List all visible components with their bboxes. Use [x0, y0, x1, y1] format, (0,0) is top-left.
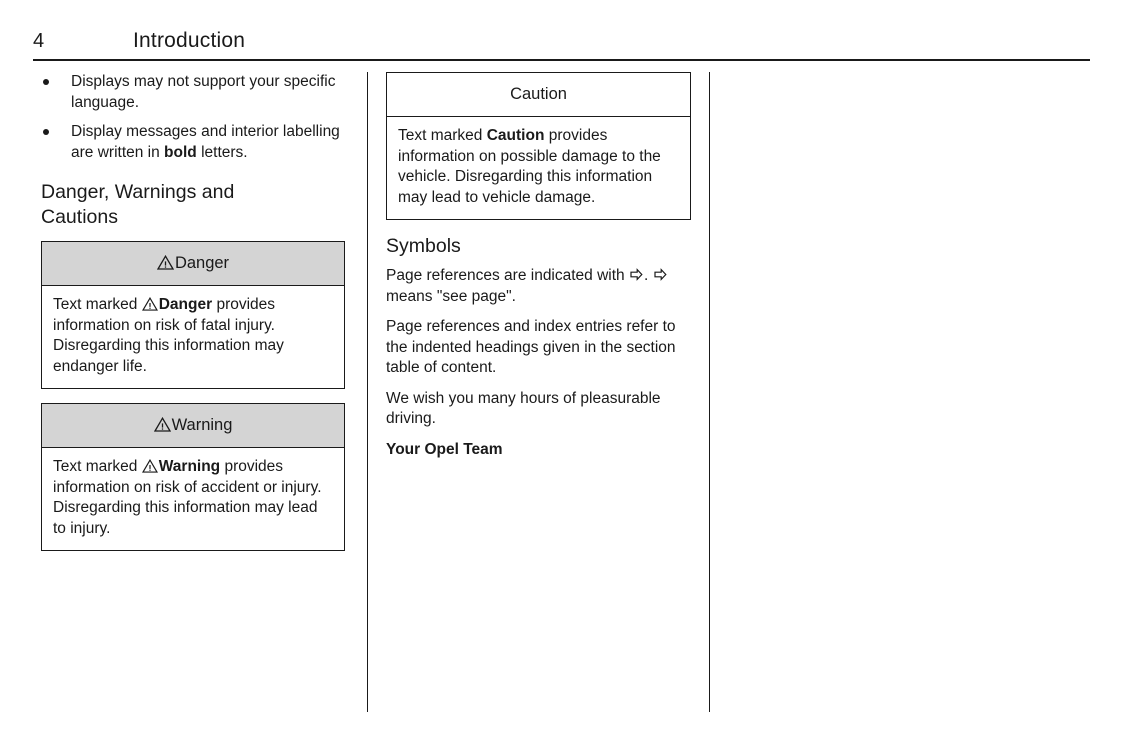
bullet-text-before: Displays may not support your specific l…	[71, 73, 336, 111]
bullet-text-after: letters.	[196, 143, 248, 161]
caution-notice-title: Caution	[510, 85, 567, 103]
caution-body-bold: Caution	[486, 127, 545, 144]
caution-notice-body: Text marked Caution provides information…	[387, 117, 690, 219]
page-title: Introduction	[133, 29, 246, 52]
warning-triangle-icon	[141, 459, 158, 473]
section-heading-symbols: Symbols	[386, 235, 461, 257]
warning-triangle-icon	[141, 297, 158, 311]
danger-body-bold: Danger	[158, 296, 213, 313]
page-header: 4 Introduction	[33, 28, 1090, 61]
symbols-paragraph-page-references: Page references are indicated with . mea…	[386, 266, 691, 307]
warning-notice-title: Warning	[171, 416, 233, 434]
danger-notice-header: Danger	[42, 242, 344, 286]
paragraph-text: means "see page".	[386, 287, 516, 305]
bullet-text-before: Display messages and interior labelling …	[71, 123, 340, 161]
danger-body-before: Text marked	[53, 296, 142, 313]
warning-notice-body: Text marked Warning provides information…	[42, 448, 344, 550]
warning-triangle-icon	[153, 417, 171, 432]
header-divider-rule	[33, 59, 1090, 61]
right-column: Caution Text marked Caution provides inf…	[386, 72, 691, 460]
page-number: 4	[33, 30, 45, 52]
warning-notice-box: Warning Text marked Warning provides inf…	[41, 403, 345, 551]
section-heading-danger-warnings-cautions: Danger, Warnings and Cautions	[41, 181, 235, 228]
danger-body-after: provides information on risk of fatal in…	[53, 296, 284, 375]
caution-body-before: Text marked	[398, 127, 487, 144]
column-divider-second	[709, 72, 710, 712]
caution-body-after: provides information on possible damage …	[398, 127, 661, 206]
left-column: Displays may not support your specific l…	[36, 72, 352, 565]
right-arrow-icon	[630, 268, 643, 281]
caution-notice-header: Caution	[387, 73, 690, 117]
signature-your-opel-team: Your Opel Team	[386, 440, 503, 458]
intro-bullet-list: Displays may not support your specific l…	[36, 72, 352, 163]
warning-body-after: provides information on risk of accident…	[53, 458, 322, 537]
danger-notice-body: Text marked Danger provides information …	[42, 286, 344, 388]
danger-notice-title: Danger	[174, 254, 230, 272]
warning-triangle-icon	[156, 255, 174, 270]
danger-notice-box: Danger Text marked Danger provides infor…	[41, 241, 345, 389]
list-item: Display messages and interior labelling …	[36, 122, 352, 163]
paragraph-text: Page references are indicated with	[386, 267, 629, 284]
warning-body-before: Text marked	[53, 458, 142, 475]
list-item: Displays may not support your specific l…	[36, 72, 352, 113]
column-divider-first	[367, 72, 368, 712]
symbols-paragraph-index-entries: Page references and index entries refer …	[386, 318, 676, 376]
warning-body-bold: Warning	[158, 458, 221, 475]
paragraph-text: .	[643, 267, 653, 284]
caution-notice-box: Caution Text marked Caution provides inf…	[386, 72, 691, 220]
symbols-paragraph-closing-wish: We wish you many hours of pleasurable dr…	[386, 389, 661, 428]
warning-notice-header: Warning	[42, 404, 344, 448]
bullet-text-bold: bold	[164, 143, 197, 161]
right-arrow-icon	[654, 268, 667, 281]
